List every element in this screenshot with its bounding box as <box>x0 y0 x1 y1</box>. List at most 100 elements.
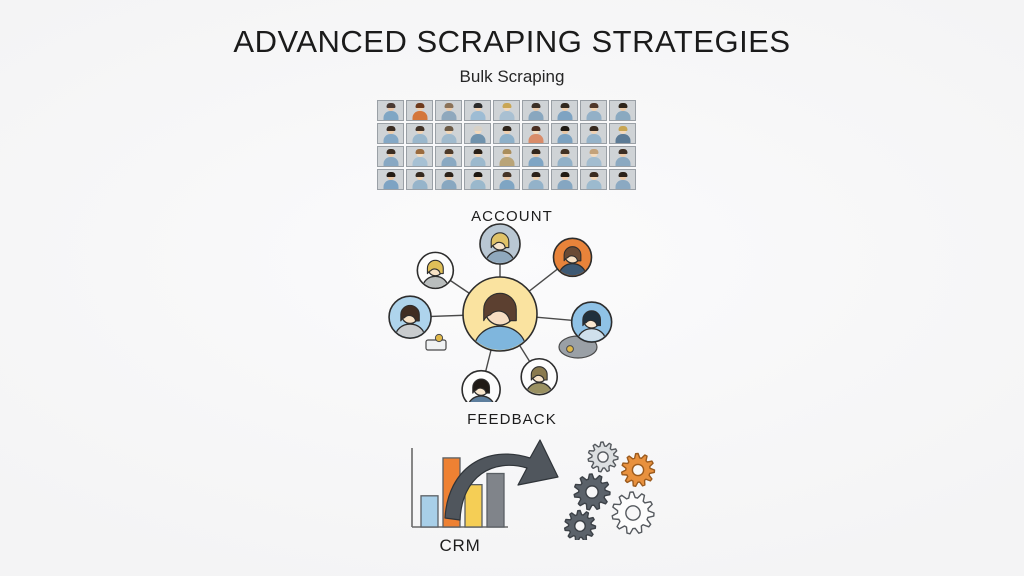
avatar-thumbnail <box>580 169 607 190</box>
avatar-body <box>412 157 427 166</box>
avatar-body <box>499 134 514 143</box>
mouse-prop-accent-icon <box>566 345 574 353</box>
avatar-hair <box>473 149 482 154</box>
feedback-svg <box>411 439 656 540</box>
avatar-hair <box>560 126 569 131</box>
node-upper-right <box>552 237 593 278</box>
node-right-hair <box>582 310 601 327</box>
avatar-body <box>557 111 572 120</box>
avatar-hair <box>531 103 540 108</box>
account-network-diagram <box>382 222 642 402</box>
avatar-thumbnail <box>609 146 636 167</box>
avatar-thumbnail <box>406 169 433 190</box>
tray-prop-icon <box>425 339 447 351</box>
avatar-thumbnail <box>609 169 636 190</box>
avatar-body <box>499 180 514 189</box>
avatar-hair <box>560 172 569 177</box>
avatar-hair <box>560 149 569 154</box>
avatar-thumbnail <box>580 146 607 167</box>
avatar-body <box>615 157 630 166</box>
gear-middle-hub-icon <box>585 485 599 499</box>
central-account-body <box>473 325 527 350</box>
node-upper-left-hair <box>426 259 444 275</box>
avatar-body <box>586 157 601 166</box>
feedback-section-label: FEEDBACK <box>467 411 557 428</box>
avatar-body <box>470 111 485 120</box>
avatar-hair <box>618 126 627 131</box>
avatar-body <box>615 111 630 120</box>
avatar-thumbnail <box>377 123 404 144</box>
avatar-hair <box>473 103 482 108</box>
account-section-label: ACCOUNT <box>471 208 553 225</box>
avatar-body <box>441 111 456 120</box>
avatar-body <box>499 111 514 120</box>
node-upper-right-hair <box>563 246 582 262</box>
avatar-thumbnail <box>377 169 404 190</box>
avatar-hair <box>531 126 540 131</box>
node-left-hair <box>400 304 420 322</box>
node-upper-left <box>416 251 455 290</box>
avatar-hair <box>415 149 424 154</box>
avatar-body <box>470 180 485 189</box>
avatar-thumbnail <box>406 100 433 121</box>
avatar-thumbnail <box>551 123 578 144</box>
avatar-thumbnail <box>522 100 549 121</box>
node-top-figure <box>485 232 515 263</box>
avatar-thumbnail <box>609 123 636 144</box>
avatar-thumbnail <box>522 146 549 167</box>
avatar-hair <box>444 126 453 131</box>
network-svg <box>388 223 613 402</box>
crm-chart-label: CRM <box>439 536 481 555</box>
avatar-thumbnail <box>493 169 520 190</box>
avatar-body <box>615 134 630 143</box>
central-account-figure <box>473 292 527 350</box>
chart-bar <box>420 495 439 528</box>
avatar-body <box>528 111 543 120</box>
avatar-body <box>557 180 572 189</box>
avatar-body <box>528 134 543 143</box>
avatar-hair <box>589 103 598 108</box>
avatar-hair <box>415 172 424 177</box>
node-lower-right <box>520 357 559 396</box>
avatar-thumbnail-grid <box>377 100 636 190</box>
gear-bottom-left-hub-icon <box>574 520 586 532</box>
avatar-thumbnail <box>435 100 462 121</box>
avatar-thumbnail <box>377 100 404 121</box>
chart-bar <box>464 484 483 528</box>
avatar-body <box>470 157 485 166</box>
avatar-hair <box>473 126 482 131</box>
avatar-hair <box>444 103 453 108</box>
avatar-thumbnail <box>522 123 549 144</box>
avatar-hair <box>502 172 511 177</box>
avatar-thumbnail <box>464 100 491 121</box>
node-lower-left-hair <box>472 378 491 394</box>
avatar-body <box>383 157 398 166</box>
node-upper-right-figure <box>558 246 587 276</box>
avatar-thumbnail <box>464 169 491 190</box>
avatar-thumbnail <box>435 169 462 190</box>
gear-bottom-right-hub-icon <box>625 505 641 521</box>
avatar-hair <box>618 103 627 108</box>
feedback-arrow-icon <box>444 439 559 521</box>
node-lower-right-figure <box>525 366 553 394</box>
avatar-thumbnail <box>609 100 636 121</box>
avatar-hair <box>473 172 482 177</box>
avatar-thumbnail <box>435 123 462 144</box>
node-lower-right-hair <box>530 366 548 381</box>
feedback-crm-block <box>390 430 680 540</box>
avatar-thumbnail <box>551 146 578 167</box>
avatar-hair <box>415 103 424 108</box>
avatar-body <box>615 180 630 189</box>
avatar-body <box>586 111 601 120</box>
avatar-body <box>412 134 427 143</box>
avatar-body <box>528 157 543 166</box>
page-title: ADVANCED SCRAPING STRATEGIES <box>233 24 791 59</box>
avatar-hair <box>444 149 453 154</box>
avatar-hair <box>531 172 540 177</box>
avatar-hair <box>386 103 395 108</box>
avatar-body <box>586 134 601 143</box>
node-top-hair <box>490 232 510 249</box>
avatar-hair <box>415 126 424 131</box>
avatar-body <box>557 134 572 143</box>
avatar-hair <box>386 172 395 177</box>
